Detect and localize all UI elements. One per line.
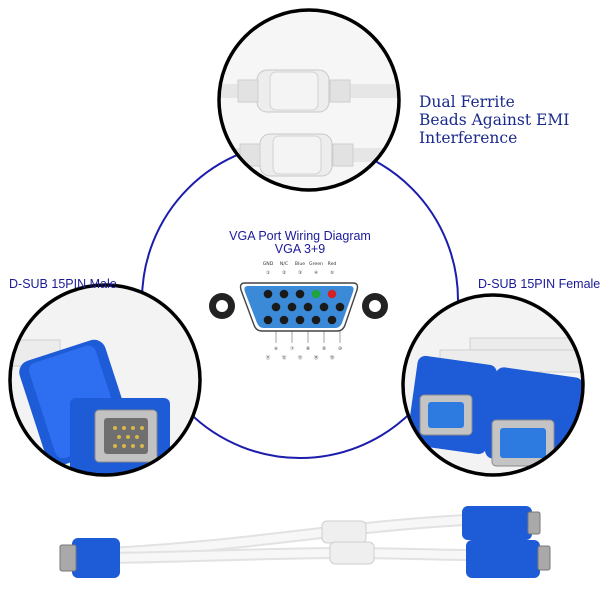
ferrite-caption-line3: Interference	[419, 129, 518, 147]
male-connector-zoom-circle	[8, 283, 202, 477]
pin-num: ⑥	[274, 346, 278, 352]
pin-num: ⑨	[322, 346, 326, 352]
pin-label-blue: Blue	[295, 261, 305, 267]
ferrite-caption-line1: Dual Ferrite	[419, 93, 515, 111]
pin-num: ③	[298, 270, 302, 276]
pin-num: ⑮	[330, 354, 335, 361]
male-label: D-SUB 15PIN Male	[9, 277, 117, 291]
vga-port-diagram: GND N/C Blue Green Red ① ② ③ ④ ⑤ ⑥ ⑦ ⑧ ⑨…	[209, 261, 388, 361]
y-splitter-cable-photo	[59, 506, 551, 578]
diagram-subtitle: VGA 3+9	[274, 242, 326, 256]
pin-num: ①	[266, 270, 270, 276]
pin-num: ⑦	[290, 346, 294, 352]
ferrite-caption: Dual Ferrite Beads Against EMI Interfere…	[419, 93, 589, 147]
ferrite-zoom-circle	[217, 8, 401, 192]
pin-num: ④	[314, 270, 318, 276]
female-connector-zoom-circle	[401, 293, 585, 477]
pin-num: ⑩	[338, 346, 342, 352]
ferrite-caption-line2: Beads Against EMI	[419, 111, 570, 129]
pin-label-nc: N/C	[280, 261, 288, 267]
pin-num: ⑫	[282, 354, 287, 361]
pin-num: ②	[282, 270, 286, 276]
pin-label-red: Red	[328, 261, 337, 267]
pin-num: ⑤	[330, 270, 334, 276]
pin-num: ⑧	[306, 346, 310, 352]
pin-num: ⑭	[314, 354, 319, 361]
pin-label-green: Green	[309, 261, 323, 267]
pin-num: ⑪	[266, 354, 271, 361]
pin-label-gnd: GND	[263, 261, 274, 267]
diagram-title: VGA Port Wiring Diagram	[229, 229, 371, 243]
pin-num: ⑬	[298, 354, 303, 361]
female-label: D-SUB 15PIN Female	[478, 277, 600, 291]
